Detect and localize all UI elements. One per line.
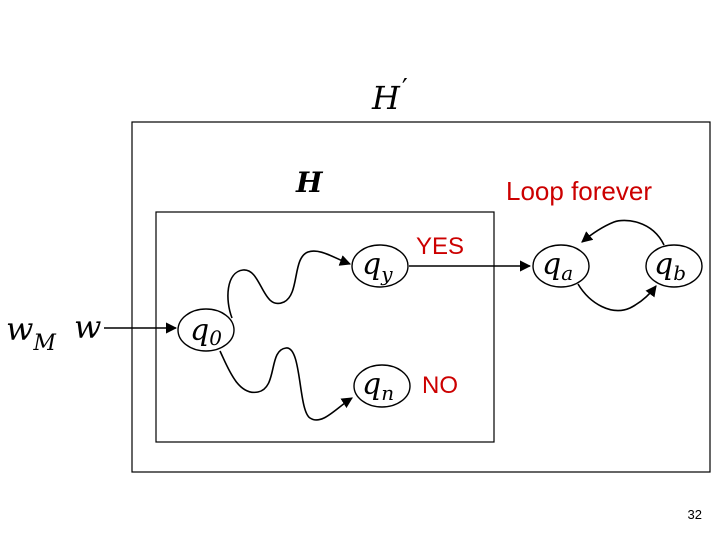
state-q0-circle [177,308,235,352]
loop-qa-to-qb [577,283,657,312]
outer-machine-box [131,121,711,473]
input-word-label: w [74,308,101,346]
state-qn-circle [353,364,411,408]
loop-forever-label: Loop forever [506,176,652,206]
transition-q0-to-qy [227,250,352,319]
state-q0-label: q0 [190,313,222,350]
input-encoding-label: wM [6,310,56,356]
no-label: NO [422,372,458,399]
state-qb-circle [645,244,703,288]
transition-q0-to-qn [219,347,353,421]
inner-machine-label: H [295,166,324,199]
yes-label: YES [416,233,464,260]
slide-number: 32 [688,507,702,522]
state-qy-label: qy [362,247,393,286]
inner-machine-box [155,211,495,443]
loop-qb-to-qa [581,219,665,246]
state-qa-label: qa [542,247,573,285]
state-qb-label: qb [654,247,686,285]
state-qy-circle [351,244,409,288]
state-qa-circle [532,244,590,288]
state-qn-label: qn [362,367,394,405]
outer-machine-label: H′ [371,74,408,117]
